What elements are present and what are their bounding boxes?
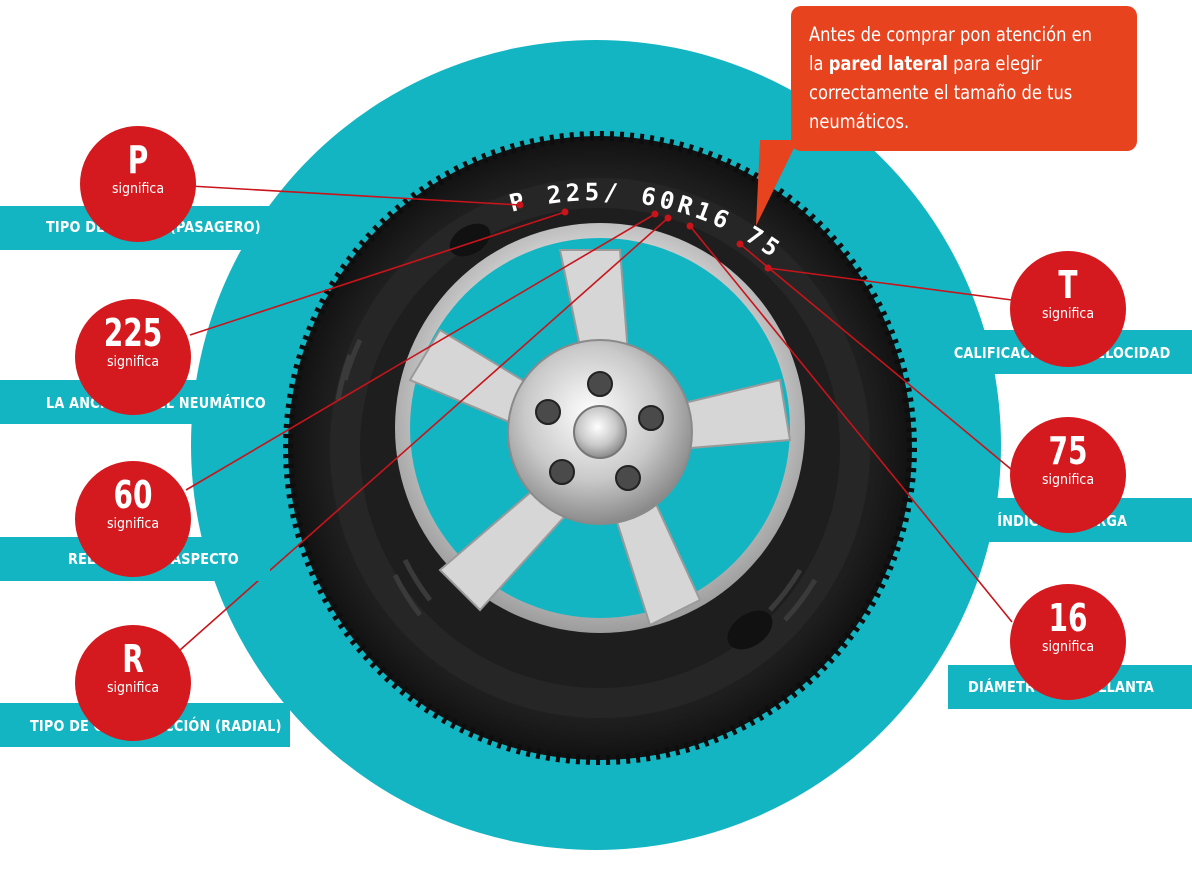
callout-text: Antes de comprar pon atención en la pare… xyxy=(809,20,1107,136)
badge-60-code: 60 xyxy=(113,473,153,517)
leader-225 xyxy=(189,211,566,336)
badge-t-code: T xyxy=(1058,263,1078,307)
badge-75: 75 significa xyxy=(1010,417,1126,533)
badge-r: R significa xyxy=(75,625,191,741)
sidewall-grooves xyxy=(335,338,818,622)
badge-16: 16 significa xyxy=(1010,584,1126,700)
tire-tread-outline xyxy=(283,131,917,765)
badge-16-code: 16 xyxy=(1048,596,1088,640)
badge-75-means: significa xyxy=(1041,472,1095,488)
leader-225-dot xyxy=(561,208,569,216)
callout-text-bold: pared lateral xyxy=(828,52,948,75)
leader-16-dot xyxy=(686,222,694,230)
leader-60-dot xyxy=(651,210,659,218)
leader-75 xyxy=(739,243,1013,471)
center-cap xyxy=(573,405,627,459)
leader-16 xyxy=(689,225,1013,623)
badge-t-means: significa xyxy=(1041,306,1095,322)
badge-75-code: 75 xyxy=(1048,429,1088,473)
leader-p xyxy=(189,185,521,206)
callout-text-before: Antes de comprar pon atención en la xyxy=(809,23,1093,75)
badge-60-means: significa xyxy=(106,516,160,532)
badge-r-code: R xyxy=(122,637,144,681)
badge-p-code: P xyxy=(127,138,149,182)
lug-nuts xyxy=(535,371,664,491)
leader-75-dot xyxy=(736,240,744,248)
badge-225: 225 significa xyxy=(75,299,191,415)
badge-r-means: significa xyxy=(106,680,160,696)
callout-bubble: Antes de comprar pon atención en la pare… xyxy=(791,6,1137,151)
leader-lines xyxy=(179,185,1013,651)
badge-225-means: significa xyxy=(106,354,160,370)
leader-r-dot xyxy=(664,214,672,222)
callout-text-after: para elegir correctamente el tamaño de t… xyxy=(809,52,1073,133)
leader-t xyxy=(767,267,1013,301)
badge-p: P significa xyxy=(80,126,196,242)
leader-p-dot xyxy=(516,201,524,209)
badge-60: 60 significa xyxy=(75,461,191,577)
badge-225-code: 225 xyxy=(103,311,163,355)
leader-60 xyxy=(185,213,656,491)
badge-p-means: significa xyxy=(111,181,165,197)
callout-pointer xyxy=(756,140,798,226)
badge-t: T significa xyxy=(1010,251,1126,367)
badge-16-means: significa xyxy=(1041,639,1095,655)
